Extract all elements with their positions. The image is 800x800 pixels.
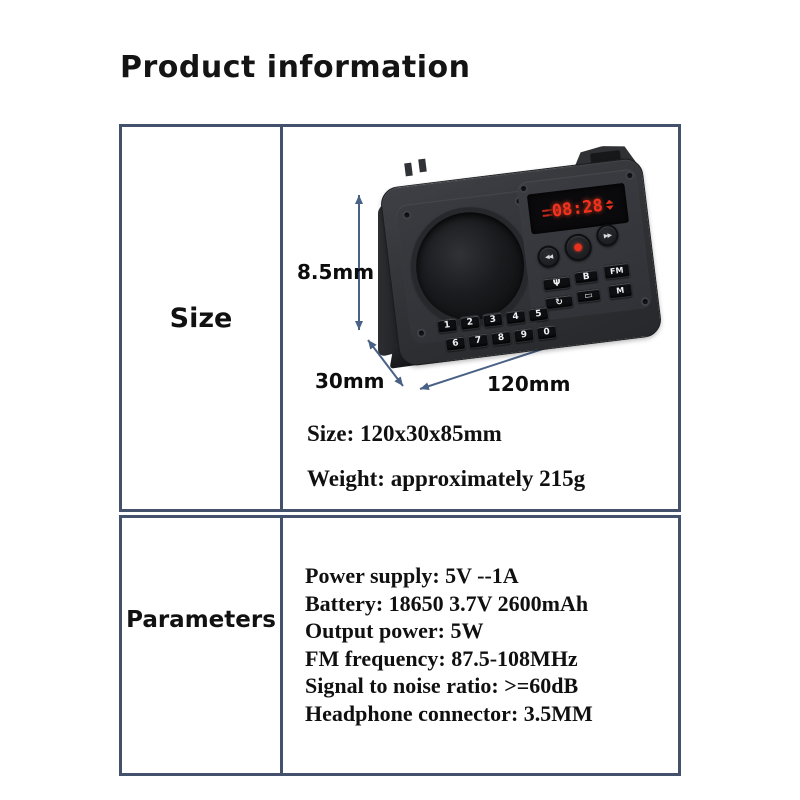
param-line: Battery: 18650 3.7V 2600mAh bbox=[305, 590, 589, 616]
antenna-nub bbox=[404, 162, 413, 177]
record-icon: ● bbox=[573, 241, 584, 254]
fm-key: FM bbox=[602, 261, 631, 280]
parameters-text-block: Power supply: 5V --1A Battery: 18650 3.7… bbox=[305, 562, 593, 727]
screw-icon bbox=[416, 328, 427, 339]
device-front-face: 08:28 ◀◀ ● ▶▶ bbox=[379, 156, 663, 368]
mic-icon: Ψ bbox=[552, 277, 562, 289]
parameters-row: Parameters Power supply: 5V --1A Battery… bbox=[119, 515, 681, 776]
antenna-nub bbox=[418, 158, 427, 173]
page-title: Product information bbox=[120, 50, 471, 85]
param-line: Output power: 5W bbox=[305, 618, 484, 643]
size-row-label-cell: Size bbox=[122, 127, 283, 509]
numkey-3: 3 bbox=[482, 311, 504, 329]
b-key: B bbox=[573, 268, 599, 285]
record-button: ● bbox=[563, 232, 594, 263]
m-key: M bbox=[607, 281, 634, 300]
folder-key: ▭ bbox=[575, 287, 602, 304]
repeat-icon: ↻ bbox=[554, 296, 564, 308]
numkey-6: 6 bbox=[444, 335, 467, 352]
param-line: FM frequency: 87.5-108MHz bbox=[305, 645, 578, 671]
product-image: 08:28 ◀◀ ● ▶▶ bbox=[375, 146, 663, 372]
width-dimension-label: 120mm bbox=[487, 372, 571, 396]
repeat-key: ↻ bbox=[544, 293, 574, 311]
folder-icon: ▭ bbox=[583, 290, 594, 301]
previous-icon: ◀◀ bbox=[544, 252, 553, 261]
display-indicator-icons bbox=[541, 208, 550, 217]
size-text-block: Size: 120x30x85mm Weight: approximately … bbox=[307, 421, 585, 511]
screw-icon bbox=[640, 296, 651, 307]
parameters-row-label: Parameters bbox=[126, 606, 276, 633]
screw-icon bbox=[624, 170, 635, 181]
parameters-row-label-cell: Parameters bbox=[122, 518, 283, 773]
numkey-1: 1 bbox=[436, 317, 458, 334]
param-line: Power supply: 5V --1A bbox=[305, 563, 519, 588]
parameters-row-content: Power supply: 5V --1A Battery: 18650 3.7… bbox=[283, 518, 678, 773]
numkey-7: 7 bbox=[467, 332, 490, 349]
numkey-5: 5 bbox=[527, 306, 550, 323]
height-dimension-label: 8.5mm bbox=[297, 260, 375, 284]
depth-dimension-label: 30mm bbox=[315, 369, 385, 393]
next-icon: ▶▶ bbox=[603, 231, 612, 240]
numkey-4: 4 bbox=[504, 308, 527, 326]
numkey-2: 2 bbox=[459, 314, 481, 331]
control-panel: 08:28 ◀◀ ● ▶▶ bbox=[516, 168, 653, 322]
display-time: 08:28 bbox=[550, 195, 605, 222]
display-arrows-icon bbox=[605, 199, 615, 211]
screw-icon bbox=[401, 210, 412, 221]
numkey-0: 0 bbox=[535, 324, 558, 341]
screw-icon bbox=[518, 183, 529, 194]
size-row-content: 8.5mm 30mm 120mm bbox=[283, 127, 678, 509]
param-line: Signal to noise ratio: >=60dB bbox=[305, 673, 579, 698]
size-row: Size 8.5mm 30mm 120mm bbox=[119, 124, 681, 512]
numkey-8: 8 bbox=[490, 329, 512, 347]
mic-key: Ψ bbox=[542, 275, 572, 292]
param-line: Headphone connector: 3.5MM bbox=[305, 700, 593, 726]
size-line: Size: 120x30x85mm bbox=[307, 421, 502, 446]
numkey-9: 9 bbox=[513, 327, 535, 344]
weight-line: Weight: approximately 215g bbox=[307, 466, 586, 491]
size-row-label: Size bbox=[169, 302, 233, 334]
next-button: ▶▶ bbox=[595, 223, 620, 248]
previous-button: ◀◀ bbox=[536, 244, 561, 269]
